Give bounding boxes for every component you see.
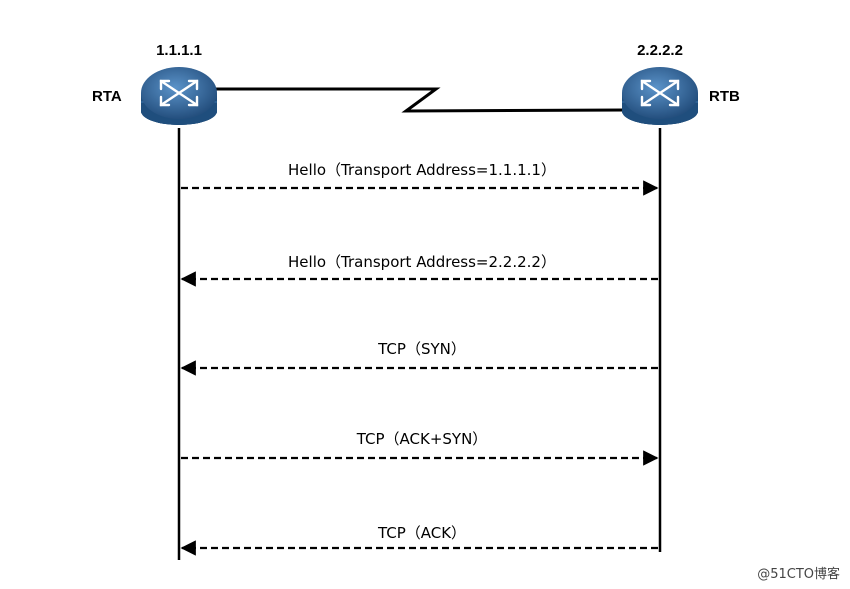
serial-link bbox=[215, 87, 626, 113]
rta-ip-label: 1.1.1.1 bbox=[156, 42, 202, 59]
message-label-3: TCP（SYN） bbox=[377, 340, 466, 358]
rtb-name-label: RTB bbox=[709, 88, 740, 105]
rta-name-label: RTA bbox=[92, 88, 122, 105]
router-rta-icon bbox=[141, 67, 217, 125]
message-label-4: TCP（ACK+SYN） bbox=[356, 430, 488, 448]
message-label-5: TCP（ACK） bbox=[377, 524, 466, 542]
router-rtb-icon bbox=[622, 67, 698, 125]
watermark: @51CTO博客 bbox=[757, 566, 840, 582]
rtb-ip-label: 2.2.2.2 bbox=[637, 42, 683, 59]
message-label-1: Hello（Transport Address=1.1.1.1） bbox=[288, 161, 556, 179]
message-label-2: Hello（Transport Address=2.2.2.2） bbox=[288, 253, 556, 271]
